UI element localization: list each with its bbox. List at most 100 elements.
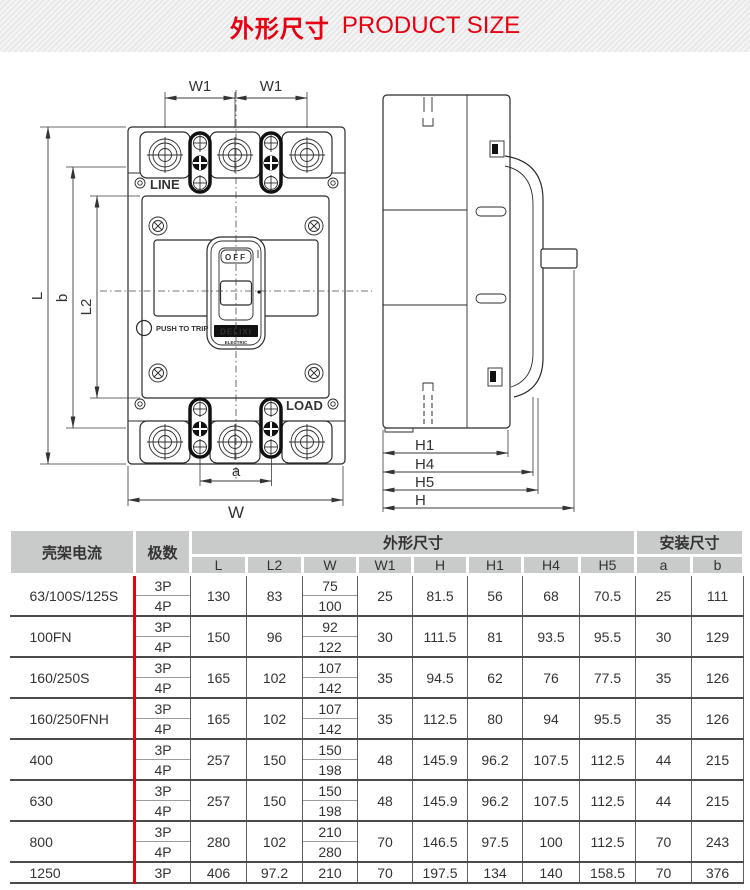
cell-L: 406 [190,861,247,884]
cell-W1: 35 [357,697,413,739]
dim-label-w1-left: W1 [189,78,212,95]
cell-frame: 100FN [9,615,135,657]
cell-L2: 150 [246,779,303,821]
cell-H: 145.9 [412,779,468,821]
cell-H5: 70.5 [578,574,637,616]
header-col-L2: L2 [245,554,304,576]
cell-poles: 3P [133,779,191,801]
cell-H5: 112.5 [578,738,637,780]
cell-frame: 1250 [9,861,135,884]
centerlines [100,90,372,480]
cell-L2: 97.2 [246,861,303,884]
cell-W: 210 [302,820,358,842]
header-col-b: b [690,554,746,576]
cell-frame: 63/100S/125S [9,574,135,616]
cell-H4: 68 [522,574,580,616]
breaker-case [127,126,346,465]
bottom-connector-strips [188,397,283,459]
cell-W: 100 [302,595,358,616]
cell-H4: 100 [522,820,580,862]
cell-b: 126 [691,697,745,739]
header-frame-current: 壳架电流 [8,528,136,576]
cell-frame: 800 [9,820,135,862]
side-body [382,94,511,433]
header-row-groups: 壳架电流 极数 外形尺寸 安装尺寸 [8,528,746,576]
cell-b: 215 [691,779,745,821]
cell-L2: 96 [246,615,303,657]
dim-label-h: H [415,492,426,509]
load-band: LOAD [134,398,339,413]
header-col-W1: W1 [356,554,414,576]
header-outline-dimensions: 外形尺寸 [188,528,638,557]
section-title-zh: 外形尺寸 [229,15,330,43]
cell-W1: 25 [357,574,413,616]
cell-a: 25 [635,574,693,616]
cell-L2: 150 [246,738,303,780]
cell-W: 107 [302,697,358,719]
cell-H1: 97.5 [467,820,523,862]
cell-W1: 48 [357,779,413,821]
cell-a: 35 [635,656,693,698]
product-dimension-diagram: LINE LOAD OFF DELIXI ELECTRIC PUSH TO TR… [0,52,750,522]
cell-H5: 95.5 [578,697,637,739]
cell-H4: 140 [522,861,580,884]
dim-label-l2: L2 [78,299,95,316]
cell-a: 70 [635,820,693,862]
dim-label-b: b [54,294,71,302]
cell-H1: 81 [467,615,523,657]
cell-frame: 160/250S [9,656,135,698]
cell-a: 44 [635,738,693,780]
cell-b: 129 [691,615,745,657]
cell-H1: 80 [467,697,523,739]
cell-frame: 160/250FNH [9,697,135,739]
cell-W: 198 [302,759,358,780]
cell-a: 30 [635,615,693,657]
cell-L: 280 [190,820,247,862]
cell-H: 197.5 [412,861,468,884]
off-label: OFF [225,253,247,262]
cell-L: 257 [190,779,247,821]
panel-screws [148,216,324,383]
cell-poles: 4P [133,759,191,780]
side-dashed-details [422,97,434,425]
table-row: 63/100S/125S 3P 130 83 75 25 81.5 56 68 … [9,574,745,616]
cell-W: 210 [302,861,358,884]
top-terminals [139,131,333,179]
cell-W1: 48 [357,738,413,780]
cell-poles: 3P [133,820,191,842]
line-label: LINE [150,177,180,192]
header-col-H: H [411,554,469,576]
header-col-H5: H5 [577,554,638,576]
push-to-trip: PUSH TO TRIP [135,319,208,337]
table-row: 1250 3P 406 97.2 210 70 197.5 134 140 15… [9,861,745,884]
side-handle [504,155,578,398]
cell-poles: 3P [133,861,191,884]
cell-L: 257 [190,738,247,780]
cell-H: 112.5 [412,697,468,739]
header-col-H4: H4 [521,554,581,576]
cell-W: 122 [302,636,358,657]
cell-L: 165 [190,697,247,739]
brand-label: DELIXI [220,328,252,337]
cell-H1: 62 [467,656,523,698]
cell-L2: 102 [246,656,303,698]
cell-L: 130 [190,574,247,616]
cell-W: 150 [302,779,358,801]
cell-W: 107 [302,656,358,678]
cell-W: 280 [302,841,358,862]
table-subrow: 4P 142 [10,677,744,698]
cell-H1: 96.2 [467,738,523,780]
cell-b: 111 [691,574,745,616]
table-row: 100FN 3P 150 96 92 30 111.5 81 93.5 95.5… [9,615,745,657]
cell-b: 126 [691,656,745,698]
cell-H: 111.5 [412,615,468,657]
cell-poles: 3P [133,738,191,760]
cell-L: 150 [190,615,247,657]
line-band: LINE [134,177,339,192]
dim-label-h1: H1 [415,437,434,454]
cell-b: 215 [691,738,745,780]
table-subrow: 4P 100 [10,595,744,616]
cell-W1: 70 [357,820,413,862]
header-row-columns: L L2 W W1 H H1 H4 H5 a b [10,554,746,576]
